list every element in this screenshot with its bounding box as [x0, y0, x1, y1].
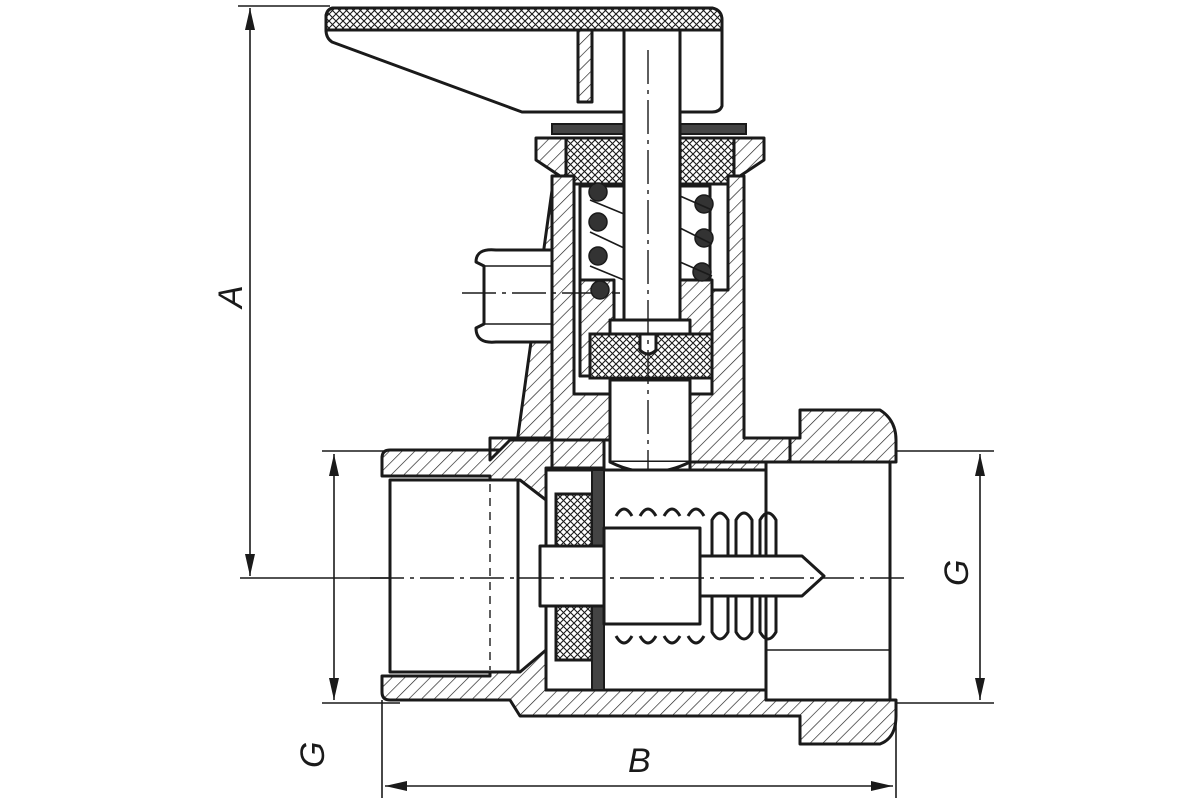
- dimension-width: B: [381, 700, 897, 798]
- height-label-A: A: [212, 285, 250, 310]
- upper-spring: [588, 182, 714, 300]
- width-label-B: B: [628, 742, 651, 780]
- dimension-thread-left: G: [294, 450, 400, 768]
- thread-left-label-G: G: [294, 742, 332, 768]
- check-valve-assembly: [538, 469, 826, 691]
- thread-right-label-G: G: [938, 560, 976, 586]
- valve-stem: [588, 28, 714, 600]
- dimension-thread-right: G: [880, 450, 994, 704]
